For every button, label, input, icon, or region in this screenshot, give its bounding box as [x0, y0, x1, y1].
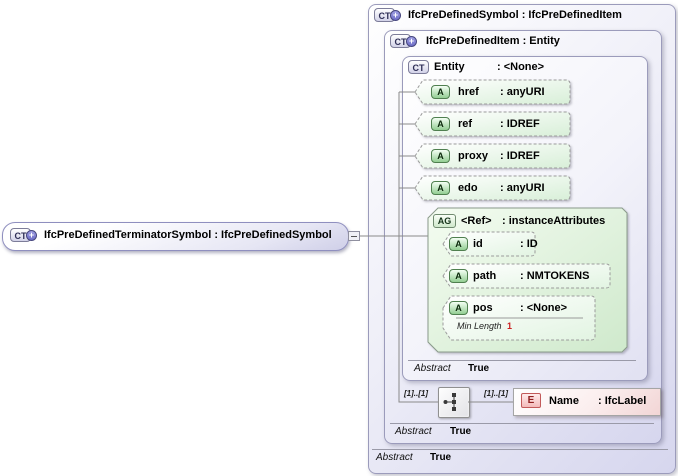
- attribute-name: ref: [458, 118, 473, 130]
- element-type: : IfcLabel: [598, 395, 647, 407]
- divider: [390, 423, 654, 424]
- attribute-badge: A: [431, 117, 450, 131]
- root-node-label: IfcPreDefinedTerminatorSymbol : IfcPreDe…: [44, 229, 332, 241]
- attribute-group-badge: AG: [433, 214, 456, 228]
- attribute-group-name: <Ref>: [461, 215, 492, 227]
- abstract-value: True: [430, 452, 452, 463]
- plus-icon: +: [406, 36, 417, 47]
- attribute-name: id: [473, 238, 483, 250]
- entity-type: : <None>: [497, 61, 545, 73]
- attribute-badge: A: [449, 301, 468, 315]
- sequence-compositor-box[interactable]: [438, 387, 470, 418]
- entity-name: Entity: [434, 61, 465, 73]
- attribute-type: : ID: [520, 238, 538, 250]
- attribute-name: proxy: [458, 150, 488, 162]
- item-box-title: IfcPreDefinedItem : Entity: [426, 35, 560, 47]
- divider: [408, 360, 636, 361]
- plus-icon: +: [26, 230, 37, 241]
- attribute-type: : <None>: [520, 302, 568, 314]
- minus-icon: [351, 236, 357, 237]
- attribute-badge: A: [431, 85, 450, 99]
- abstract-label: Abstract: [395, 426, 432, 437]
- attribute-badge: A: [431, 149, 450, 163]
- attribute-type: : NMTOKENS: [520, 270, 590, 282]
- abstract-label: Abstract: [414, 363, 451, 374]
- element-name: Name: [549, 395, 579, 407]
- attribute-type: : IDREF: [500, 150, 540, 162]
- facet-label: Min Length: [457, 321, 502, 331]
- abstract-label: Abstract: [376, 452, 413, 463]
- divider: [372, 449, 668, 450]
- plus-icon: +: [390, 10, 401, 21]
- facet-value: 1: [507, 321, 513, 331]
- attribute-type: : IDREF: [500, 118, 540, 130]
- attribute-badge: A: [449, 237, 468, 251]
- root-node-ifcpredefinedterminatorsymbol[interactable]: [2, 222, 349, 251]
- element-badge: E: [521, 393, 541, 408]
- cardinality-label: [1]..[1]: [484, 389, 508, 398]
- attribute-group-type: : instanceAttributes: [502, 215, 606, 227]
- cardinality-label: [1]..[1]: [404, 389, 428, 398]
- attribute-type: : anyURI: [500, 86, 545, 98]
- abstract-value: True: [450, 426, 472, 437]
- attribute-name: path: [473, 270, 497, 282]
- abstract-value: True: [468, 363, 490, 374]
- collapse-handle[interactable]: [348, 231, 360, 241]
- attribute-name: pos: [473, 302, 493, 314]
- attribute-type: : anyURI: [500, 182, 545, 194]
- complex-type-badge: CT: [408, 60, 429, 74]
- attribute-name: href: [458, 86, 479, 98]
- attribute-badge: A: [449, 269, 468, 283]
- attribute-badge: A: [431, 181, 450, 195]
- attribute-name: edo: [458, 182, 478, 194]
- symbol-box-title: IfcPreDefinedSymbol : IfcPreDefinedItem: [408, 9, 622, 21]
